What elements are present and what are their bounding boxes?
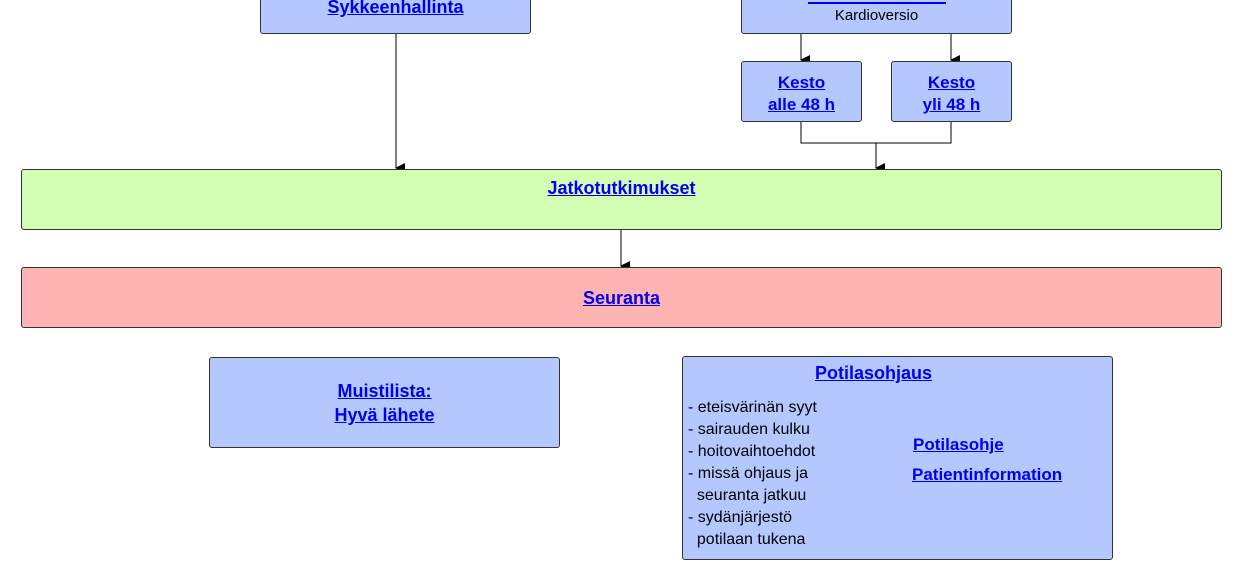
patient-guidance-box: Potilasohjaus - eteisvärinän syyt - sair… xyxy=(682,356,1113,560)
rate-control-link[interactable]: Sykkeenhallinta xyxy=(327,0,464,17)
list-item: - eteisvärinän syyt xyxy=(688,399,817,416)
duration-merge-line xyxy=(800,122,952,144)
list-item: seuranta jatkuu xyxy=(688,487,807,504)
patient-information-link[interactable]: Patientinformation xyxy=(912,465,1063,484)
patient-guidance-list: - eteisvärinän syyt - sairauden kulku - … xyxy=(688,397,817,551)
list-item: - sairauden kulku xyxy=(688,421,810,438)
checklist-link-line1[interactable]: Muistilista: xyxy=(337,381,432,401)
cardioversion-box: Kardioversio xyxy=(741,0,1012,34)
duration-over-48h-box: Kesto yli 48 h xyxy=(891,61,1012,122)
duration-over-48h-line2[interactable]: yli 48 h xyxy=(922,95,981,114)
further-tests-link[interactable]: Jatkotutkimukset xyxy=(547,178,696,198)
list-item: - missä ohjaus ja xyxy=(688,465,809,482)
checklist-link-line2[interactable]: Hyvä lähete xyxy=(334,405,435,425)
follow-up-link[interactable]: Seuranta xyxy=(582,288,661,308)
list-item: - sydänjärjestö xyxy=(688,509,793,526)
cardioversion-sublabel: Kardioversio xyxy=(834,7,919,24)
duration-under-48h-line2[interactable]: alle 48 h xyxy=(767,95,836,114)
further-tests-box: Jatkotutkimukset xyxy=(21,169,1222,230)
duration-over-48h-line1[interactable]: Kesto xyxy=(927,73,976,92)
rate-control-box: Sykkeenhallinta xyxy=(260,0,531,34)
duration-under-48h-box: Kesto alle 48 h xyxy=(741,61,862,122)
patient-instructions-link[interactable]: Potilasohje xyxy=(913,435,1004,454)
cardioversion-link-fragment[interactable] xyxy=(808,2,946,4)
patient-guidance-title-link[interactable]: Potilasohjaus xyxy=(815,363,933,383)
duration-under-48h-line1[interactable]: Kesto xyxy=(777,73,826,92)
list-item: potilaan tukena xyxy=(688,531,806,548)
checklist-box: Muistilista: Hyvä lähete xyxy=(209,357,560,448)
follow-up-box: Seuranta xyxy=(21,267,1222,328)
list-item: - hoitovaihtoehdot xyxy=(688,443,816,460)
